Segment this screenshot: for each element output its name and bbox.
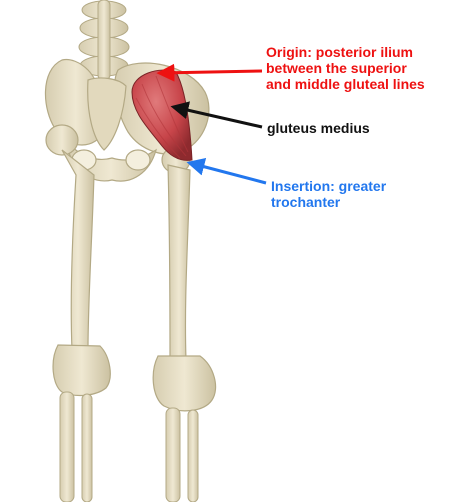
origin-label-line: and middle gluteal lines <box>266 76 425 92</box>
insertion-label-line: Insertion: greater <box>271 178 387 194</box>
femur-left <box>45 124 111 397</box>
muscle-arrow-icon <box>170 101 263 129</box>
gluteus-medius-muscle <box>131 69 193 161</box>
origin-label-line: Origin: posterior ilium <box>266 44 414 60</box>
origin-label-line: between the superior <box>266 60 407 76</box>
origin-arrow-icon <box>156 63 263 82</box>
femur-right <box>152 146 217 412</box>
muscle-label: gluteus medius <box>267 120 370 136</box>
insertion-arrow-icon <box>186 157 267 185</box>
insertion-label-line: trochanter <box>271 194 341 210</box>
lower-legs <box>59 391 199 502</box>
insertion-label: Insertion: greater trochanter <box>271 178 386 210</box>
origin-label: Origin: posterior ilium between the supe… <box>266 44 425 92</box>
muscle-label-line: gluteus medius <box>267 120 370 136</box>
